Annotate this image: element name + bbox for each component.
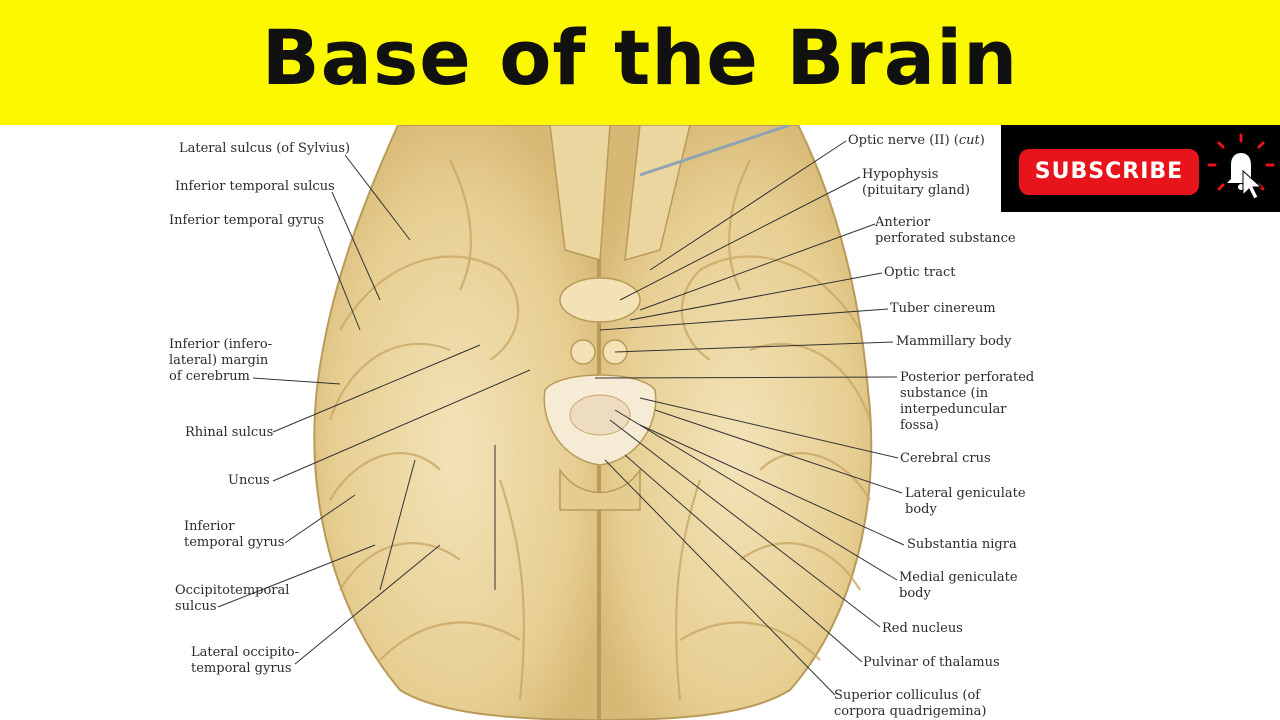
label-occipitotemporal-1: Occipitotemporal bbox=[175, 583, 290, 598]
subscribe-button[interactable]: SUBSCRIBE bbox=[1019, 149, 1199, 195]
label-rhinal-sulcus: Rhinal sulcus bbox=[185, 425, 274, 440]
label-superior-colliculus-1: Superior colliculus (of bbox=[834, 688, 981, 703]
label-mammillary-body: Mammillary body bbox=[896, 334, 1012, 349]
label-anterior-perf-2: perforated substance bbox=[875, 231, 1016, 246]
label-lateral-occipito-1: Lateral occipito- bbox=[191, 645, 300, 660]
label-inferior-margin-3: of cerebrum bbox=[169, 369, 250, 384]
label-tuber-cinereum: Tuber cinereum bbox=[890, 301, 996, 316]
label-medial-geniculate-2: body bbox=[899, 586, 931, 601]
label-hypophysis-2: (pituitary gland) bbox=[862, 183, 970, 198]
label-lateral-sulcus: Lateral sulcus (of Sylvius) bbox=[179, 141, 351, 156]
label-optic-nerve: Optic nerve (II) (cut) bbox=[848, 133, 985, 148]
label-posterior-perf-1: Posterior perforated bbox=[900, 370, 1035, 385]
label-posterior-perf-3: interpeduncular bbox=[900, 402, 1007, 417]
label-substantia-nigra: Substantia nigra bbox=[907, 537, 1017, 552]
label-medial-geniculate-1: Medial geniculate bbox=[899, 570, 1018, 585]
label-inferior-margin-2: lateral) margin bbox=[169, 353, 269, 368]
label-lateral-geniculate-1: Lateral geniculate bbox=[905, 486, 1026, 501]
title-banner: Base of the Brain bbox=[0, 0, 1280, 125]
page-title: Base of the Brain bbox=[261, 13, 1019, 102]
label-hypophysis-1: Hypophysis bbox=[862, 167, 939, 182]
label-inferior-margin-1: Inferior (infero- bbox=[169, 337, 273, 352]
label-pulvinar: Pulvinar of thalamus bbox=[863, 655, 1000, 670]
bell-icon[interactable] bbox=[1201, 129, 1280, 209]
label-inferior-temporal-gyrus-top: Inferior temporal gyrus bbox=[169, 213, 325, 228]
label-inferior-temporal-gyrus-1: Inferior bbox=[184, 519, 235, 534]
label-inferior-temporal-sulcus: Inferior temporal sulcus bbox=[175, 179, 335, 194]
label-posterior-perf-4: fossa) bbox=[900, 418, 939, 433]
right-hemisphere bbox=[599, 125, 873, 720]
label-lateral-geniculate-2: body bbox=[905, 502, 937, 517]
label-lateral-occipito-2: temporal gyrus bbox=[191, 661, 292, 676]
label-cerebral-crus: Cerebral crus bbox=[900, 451, 991, 466]
label-occipitotemporal-2: sulcus bbox=[175, 599, 217, 614]
label-uncus: Uncus bbox=[228, 473, 270, 488]
label-red-nucleus: Red nucleus bbox=[882, 621, 963, 636]
brain-illustration bbox=[217, 125, 905, 720]
label-inferior-temporal-gyrus-2: temporal gyrus bbox=[184, 535, 285, 550]
label-optic-tract: Optic tract bbox=[884, 265, 956, 280]
label-posterior-perf-2: substance (in bbox=[900, 386, 989, 401]
label-anterior-perf-1: Anterior bbox=[875, 215, 931, 230]
subscribe-overlay: SUBSCRIBE bbox=[1001, 125, 1280, 212]
label-superior-colliculus-2: corpora quadrigemina) bbox=[834, 704, 987, 719]
